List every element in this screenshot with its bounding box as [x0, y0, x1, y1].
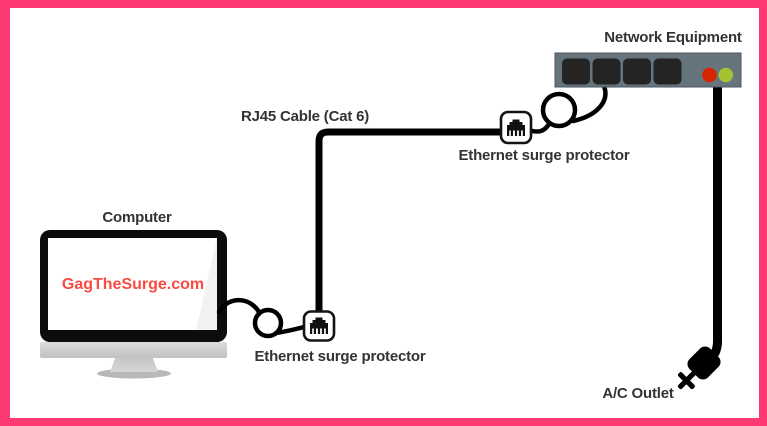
- rj45-port-icon: [507, 119, 525, 136]
- monitor-chin: [40, 342, 227, 358]
- device-port-2: [592, 58, 621, 85]
- monitor-stand: [110, 356, 158, 372]
- monitor-screen: [48, 238, 217, 330]
- computer-patch-cable-loop: [252, 307, 284, 339]
- surge-protector-network: [499, 110, 533, 145]
- network-equipment-device: [554, 52, 742, 88]
- screen-website-text: GagTheSurge.com: [61, 276, 205, 293]
- device-port-4: [653, 58, 682, 85]
- network-patch-cable-loop: [540, 91, 578, 129]
- cables: [216, 83, 722, 363]
- device-port-1: [562, 58, 590, 85]
- computer-monitor: [40, 230, 227, 379]
- power-cord: [706, 85, 722, 363]
- device-port-3: [623, 58, 651, 85]
- screen-reflection: [196, 238, 217, 330]
- power-plug-icon: [677, 346, 721, 390]
- rj45-port-icon: [310, 317, 328, 334]
- rj45-cat6-cable: [315, 128, 503, 313]
- led-red-icon: [702, 67, 717, 83]
- network-patch-cable: [570, 83, 608, 124]
- led-green-icon: [718, 67, 734, 83]
- computer-label: Computer: [102, 209, 172, 226]
- ethernet-surge-protector-computer-label: Ethernet surge protector: [254, 348, 426, 365]
- surge-protector-computer: [302, 310, 336, 342]
- rj45-cable-label: RJ45 Cable (Cat 6): [240, 108, 370, 125]
- network-equipment-label: Network Equipment: [604, 29, 742, 46]
- ac-outlet-label: A/C Outlet: [602, 385, 674, 402]
- computer-patch-cable-tail: [273, 324, 307, 336]
- ethernet-surge-protector-network-label: Ethernet surge protector: [458, 147, 630, 164]
